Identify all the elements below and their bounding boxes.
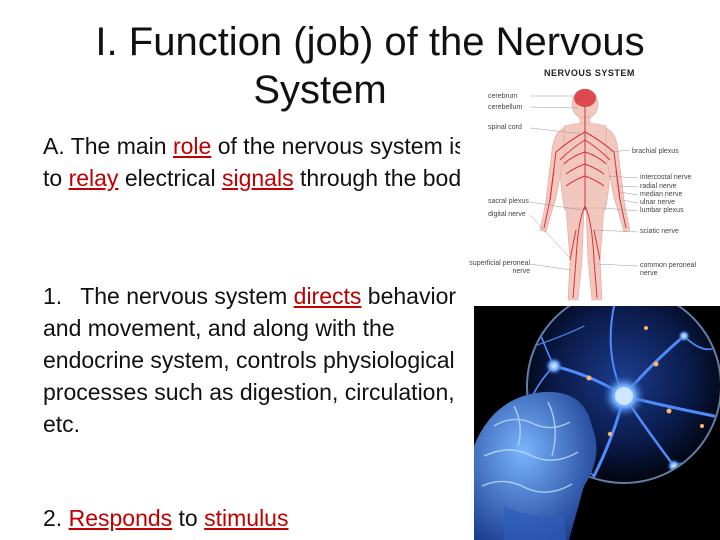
slide-title: I. Function (job) of the Nervous System xyxy=(20,18,720,114)
text-segment: The nervous system xyxy=(80,283,294,309)
diagram-label: digital nerve xyxy=(488,211,526,218)
keyword-stimulus: stimulus xyxy=(204,505,289,531)
neuron-icon xyxy=(474,306,720,540)
text-segment: to xyxy=(172,505,205,531)
diagram-label: median nerve xyxy=(640,191,683,198)
diagram-label: common peroneal nerve xyxy=(640,262,697,277)
human-figure-icon xyxy=(529,88,639,301)
diagram-label: cerebellum xyxy=(488,104,523,111)
paragraph-main-role: A. The main role of the nervous system i… xyxy=(43,130,483,194)
paragraph-point-1: 1. The nervous system directs behavior an… xyxy=(43,280,473,440)
diagram-label: sciatic nerve xyxy=(640,228,679,235)
brain-neurons-image xyxy=(474,306,720,540)
text-segment: of the nervous system is to xyxy=(43,133,466,191)
keyword-directs: directs xyxy=(293,283,362,309)
nervous-system-diagram: NERVOUS SYSTEM xyxy=(460,60,720,310)
diagram-label: ulnar nerve xyxy=(640,199,676,206)
keyword-relay: relay xyxy=(68,165,119,191)
diagram-title: NERVOUS SYSTEM xyxy=(544,68,635,78)
text-segment: through the body. xyxy=(293,165,478,191)
diagram-label: intercostal nerve xyxy=(640,174,692,181)
diagram-label: lumbar plexus xyxy=(640,207,684,214)
text-segment: electrical xyxy=(118,165,222,191)
diagram-label: sacral plexus xyxy=(488,198,529,205)
paragraph-point-2: 2. Responds to stimulus xyxy=(43,502,473,534)
diagram-label: radial nerve xyxy=(640,183,677,190)
keyword-responds: Responds xyxy=(68,505,173,531)
diagram-label: spinal cord xyxy=(488,124,522,131)
title-line-1: I. Function (job) of the Nervous xyxy=(95,20,645,64)
text-segment: 2. xyxy=(43,505,69,531)
diagram-label: cerebrum xyxy=(488,93,518,100)
title-line-2: System xyxy=(253,68,387,112)
text-segment: behavior and movement, and along with th… xyxy=(43,283,457,437)
diagram-label: superficial peroneal nerve xyxy=(469,260,530,275)
list-number: 1. xyxy=(43,283,63,309)
keyword-role: role xyxy=(172,133,212,159)
keyword-signals: signals xyxy=(221,165,294,191)
text-segment: A. The main xyxy=(43,133,173,159)
diagram-label: brachial plexus xyxy=(632,148,679,155)
